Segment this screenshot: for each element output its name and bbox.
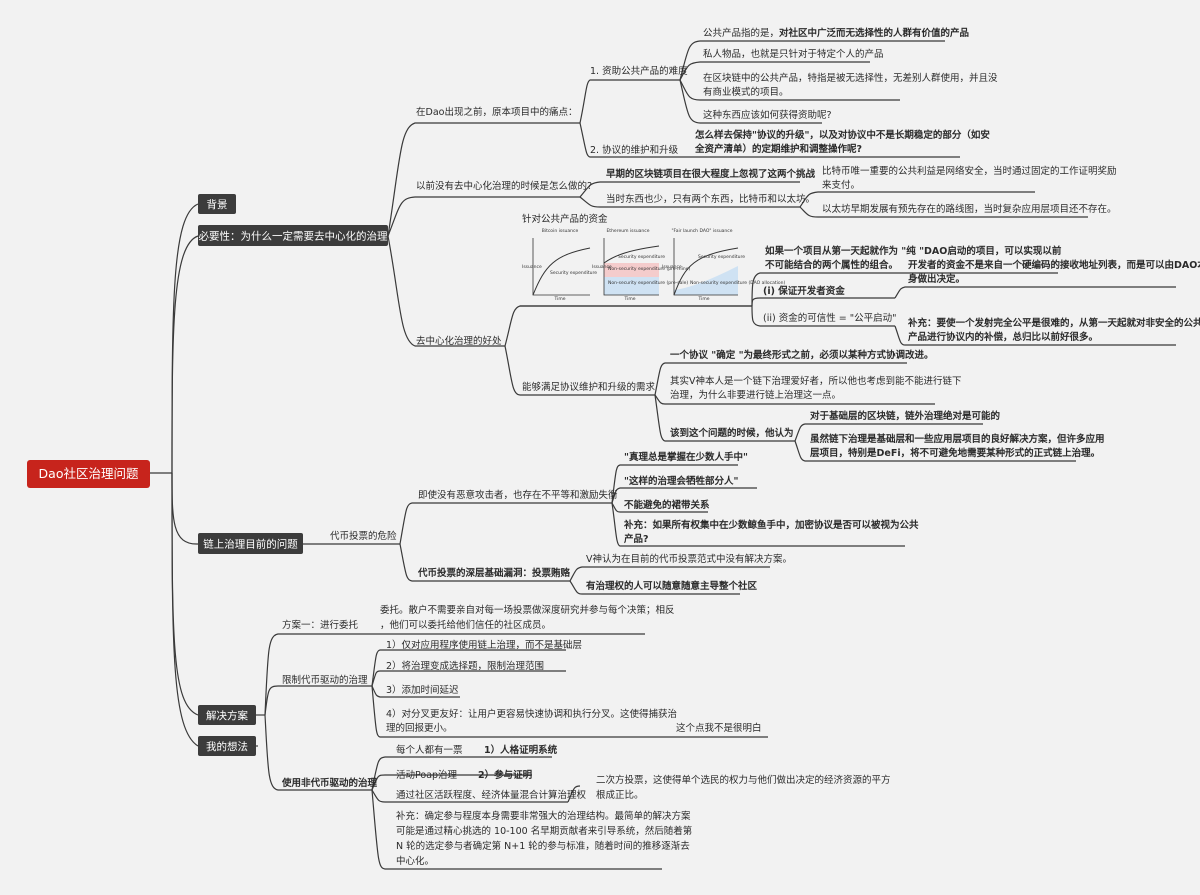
s3-r3: 通过社区活跃程度、经济体量混合计算治理权: [396, 789, 587, 801]
s2-item-3: 3）添加时间延迟: [386, 684, 459, 696]
deep-b: 有治理权的人可以随意随意主导整个社区: [586, 580, 758, 592]
chart-bitcoin: Bitcoin issuance Security expenditure Is…: [522, 228, 597, 302]
chart-ethereum-xlabel: Time: [623, 296, 635, 302]
benefit-p2-note: 补充：要使一个发射完全公平是很难的，从第一天起就对非安全的公共 产品进行协议内的…: [907, 317, 1200, 343]
chart-fairlaunch-curve: [673, 247, 739, 296]
before-b: 当时东西也少，只有两个东西，比特币和以太坊。: [606, 193, 815, 205]
funding-label: 1. 资助公共产品的难度: [590, 65, 688, 77]
branch-necessity-label: 必要性：为什么一定需要去中心化的治理: [199, 230, 388, 243]
branch-background-label: 背景: [207, 198, 228, 211]
maint-label: 能够满足协议维护和升级的需求: [522, 381, 656, 393]
chart-bitcoin-xlabel: Time: [553, 296, 565, 302]
branch-onchain[interactable]: 链上治理目前的问题: [198, 533, 303, 554]
before-a: 早期的区块链项目在很大程度上忽视了这两个挑战: [606, 168, 816, 180]
s2-item-4: 4）对分叉更友好：让用户更容易快速协调和执行分叉。这使得捕获治 理的回报更小。: [386, 708, 680, 734]
attack-label: 即使没有恶意攻击者，也存在不平等和激励失衡: [418, 489, 618, 501]
funding-item-2: 私人物品，也就是只针对于特定个人的产品: [703, 48, 884, 60]
branch-background[interactable]: 背景: [198, 194, 236, 214]
s3-r2b: 2）参与证明: [478, 769, 533, 781]
root-node[interactable]: Dao社区治理问题: [27, 460, 150, 488]
s3-r4: 补充：确定参与程度本身需要非常强大的治理结构。最简单的解决方案 可能是通过精心挑…: [396, 810, 695, 867]
chart-fairlaunch: "Fair launch DAO" issuance Security expe…: [662, 228, 785, 302]
coin-vote-label: 代币投票的危险: [330, 530, 397, 542]
before-c: 比特币唯一重要的公共利益是网络安全，当时通过固定的工作证明奖励 来支付。: [822, 165, 1120, 191]
s3-r2: 活动Poap治理: [396, 769, 458, 781]
benefit-p1: (i) 保证开发者资金: [763, 285, 845, 297]
branch-onchain-label: 链上治理目前的问题: [203, 538, 298, 551]
upgrade-text: 怎么样去保持"协议的升级"，以及对协议中不是长期稳定的部分（如安 全资产清单）的…: [694, 129, 993, 155]
chart-ethereum-curve: [603, 245, 660, 264]
chart-ethereum: Ethereum issuance Security expenditure N…: [592, 228, 691, 302]
chart-bitcoin-ylabel: Issuance: [522, 264, 542, 270]
funding-item-4: 这种东西应该如何获得资助呢?: [703, 109, 832, 121]
chart-ethereum-title: Ethereum issuance: [606, 228, 649, 234]
maint-a: 一个协议 "确定 "为最终形式之前，必须以某种方式协调改进。: [670, 349, 934, 361]
benefit-intro: 如果一个项目从第一天起就作为 "纯 "DAO启动的项目，可以实现以前 不可能结合…: [765, 245, 1065, 271]
funding-item-3: 在区块链中的公共产品，特指是被无选择性，无差别人群使用，并且没 有商业模式的项目…: [703, 72, 1001, 98]
s1-label: 方案一：进行委托: [282, 619, 359, 631]
s2-note: 这个点我不是很明白: [676, 722, 762, 734]
maint-e: 虽然链下治理是基础层和一些应用层项目的良好解决方案，但许多应用 层项目，特别是D…: [810, 433, 1108, 459]
branch-solution-label: 解决方案: [206, 709, 248, 722]
chart-bitcoin-curve: [532, 247, 591, 296]
s2-item-2: 2）将治理变成选择题，限制治理范围: [386, 660, 544, 672]
chart-ethereum-s1: Security expenditure: [618, 254, 665, 260]
maint-b: 其实V神本人是一个链下治理爱好者，所以他也考虑到能不能进行链下 治理，为什么非要…: [670, 375, 965, 401]
chart-fairlaunch-ylabel: Issuance: [662, 264, 682, 270]
deep-label: 代币投票的深层基础漏洞：投票贿赂: [417, 567, 571, 579]
branch-thoughts-label: 我的想法: [206, 740, 248, 753]
maint-d: 对于基础层的区块链，链外治理绝对是可能的: [810, 410, 1001, 422]
s3-r3b: 二次方投票，这使得单个选民的权力与他们做出决定的经济资源的平方 根成正比。: [596, 774, 894, 801]
branch-solution[interactable]: 解决方案: [198, 705, 256, 725]
chart-ethereum-ylabel: Issuance: [592, 264, 612, 270]
chart-ethereum-s2: Non-security expenditure (pre-mine): [608, 266, 691, 272]
maint-c: 该到这个问题的时候，他认为: [670, 427, 794, 439]
chart-ethereum-s3: Non-security expenditure (pre-sale): [608, 280, 688, 286]
benefit-p2: (ii) 资金的可信性 = "公平启动": [763, 312, 896, 324]
s2-item-1: 1）仅对应用程序使用链上治理，而不是基础层: [386, 639, 582, 651]
chart-ethereum-presale-area: [604, 277, 659, 295]
chart-fairlaunch-xlabel: Time: [697, 296, 709, 302]
deep-a: V神认为在目前的代币投票范式中没有解决方案。: [586, 553, 792, 565]
issuance-charts: Bitcoin issuance Security expenditure Is…: [522, 228, 785, 302]
chart-ethereum-premine-area: [604, 263, 659, 277]
branch-necessity[interactable]: 必要性：为什么一定需要去中心化的治理: [198, 225, 388, 246]
chart-fairlaunch-dao-area: [674, 266, 738, 295]
chart-bitcoin-title: Bitcoin issuance: [542, 228, 579, 234]
attack-d: 补充：如果所有权集中在少数鲸鱼手中，加密协议是否可以被视为公共 产品?: [623, 519, 922, 545]
s1-text: 委托。散户不需要亲自对每一场投票做深度研究并参与每个决策；相反 ，他们可以委托给…: [380, 604, 678, 631]
funding-title: 针对公共产品的资金: [522, 213, 608, 225]
s3-r1: 每个人都有一票: [396, 744, 463, 756]
attack-a: "真理总是掌握在少数人手中": [624, 451, 748, 463]
root-label: Dao社区治理问题: [39, 466, 139, 481]
funding-item-1: 公共产品指的是，对社区中广泛而无选择性的人群有价值的产品: [703, 27, 969, 39]
chart-bitcoin-series: Security expenditure: [550, 270, 597, 276]
s3-r1b: 1）人格证明系统: [484, 744, 558, 756]
attack-c: 不能避免的裙带关系: [624, 499, 710, 511]
chart-fairlaunch-s2: Non-security expenditure (DAO allocation…: [690, 280, 785, 286]
before-label: 以前没有去中心化治理的时候是怎么做的?: [416, 180, 592, 192]
chart-fairlaunch-s1: Security expenditure: [698, 254, 745, 260]
s2-label: 限制代币驱动的治理: [282, 674, 368, 686]
before-d: 以太坊早期发展有预先存在的路线图，当时复杂应用层项目还不存在。: [822, 203, 1117, 215]
chart-fairlaunch-title: "Fair launch DAO" issuance: [671, 228, 732, 234]
connectors: [150, 40, 1176, 870]
upgrade-label: 2. 协议的维护和升级: [590, 144, 679, 156]
benefit-p1-note: 开发者的资金不是来自一个硬编码的接收地址列表，而是可以由DAO本 身做出决定。: [908, 259, 1200, 285]
pain-label: 在Dao出现之前，原本项目中的痛点：: [416, 106, 577, 118]
s3-label: 使用非代币驱动的治理: [281, 777, 378, 789]
branch-thoughts[interactable]: 我的想法: [198, 736, 256, 756]
attack-b: "这样的治理会牺牲部分人": [624, 475, 738, 487]
benefit-label: 去中心化治理的好处: [416, 335, 502, 347]
